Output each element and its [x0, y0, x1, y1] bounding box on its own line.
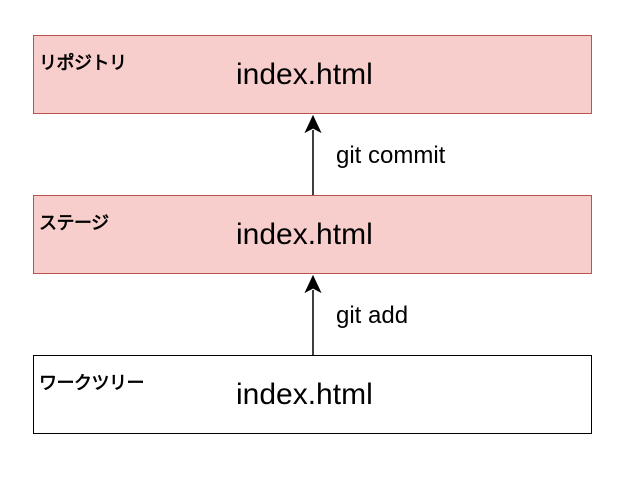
repository-label: リポジトリ — [39, 53, 127, 74]
commit-edge-label: git commit — [336, 142, 446, 169]
repository-box: リポジトリ index.html — [33, 35, 592, 114]
worktree-box: ワークツリー index.html — [33, 355, 592, 434]
commit-arrow — [304, 114, 322, 195]
stage-file: index.html — [236, 218, 373, 251]
add-arrow — [304, 274, 322, 355]
repository-file: index.html — [236, 58, 373, 91]
worktree-label: ワークツリー — [39, 373, 145, 394]
add-edge-label: git add — [336, 302, 409, 329]
stage-label: ステージ — [39, 213, 109, 234]
worktree-file: index.html — [236, 378, 373, 411]
stage-box: ステージ index.html — [33, 195, 592, 274]
